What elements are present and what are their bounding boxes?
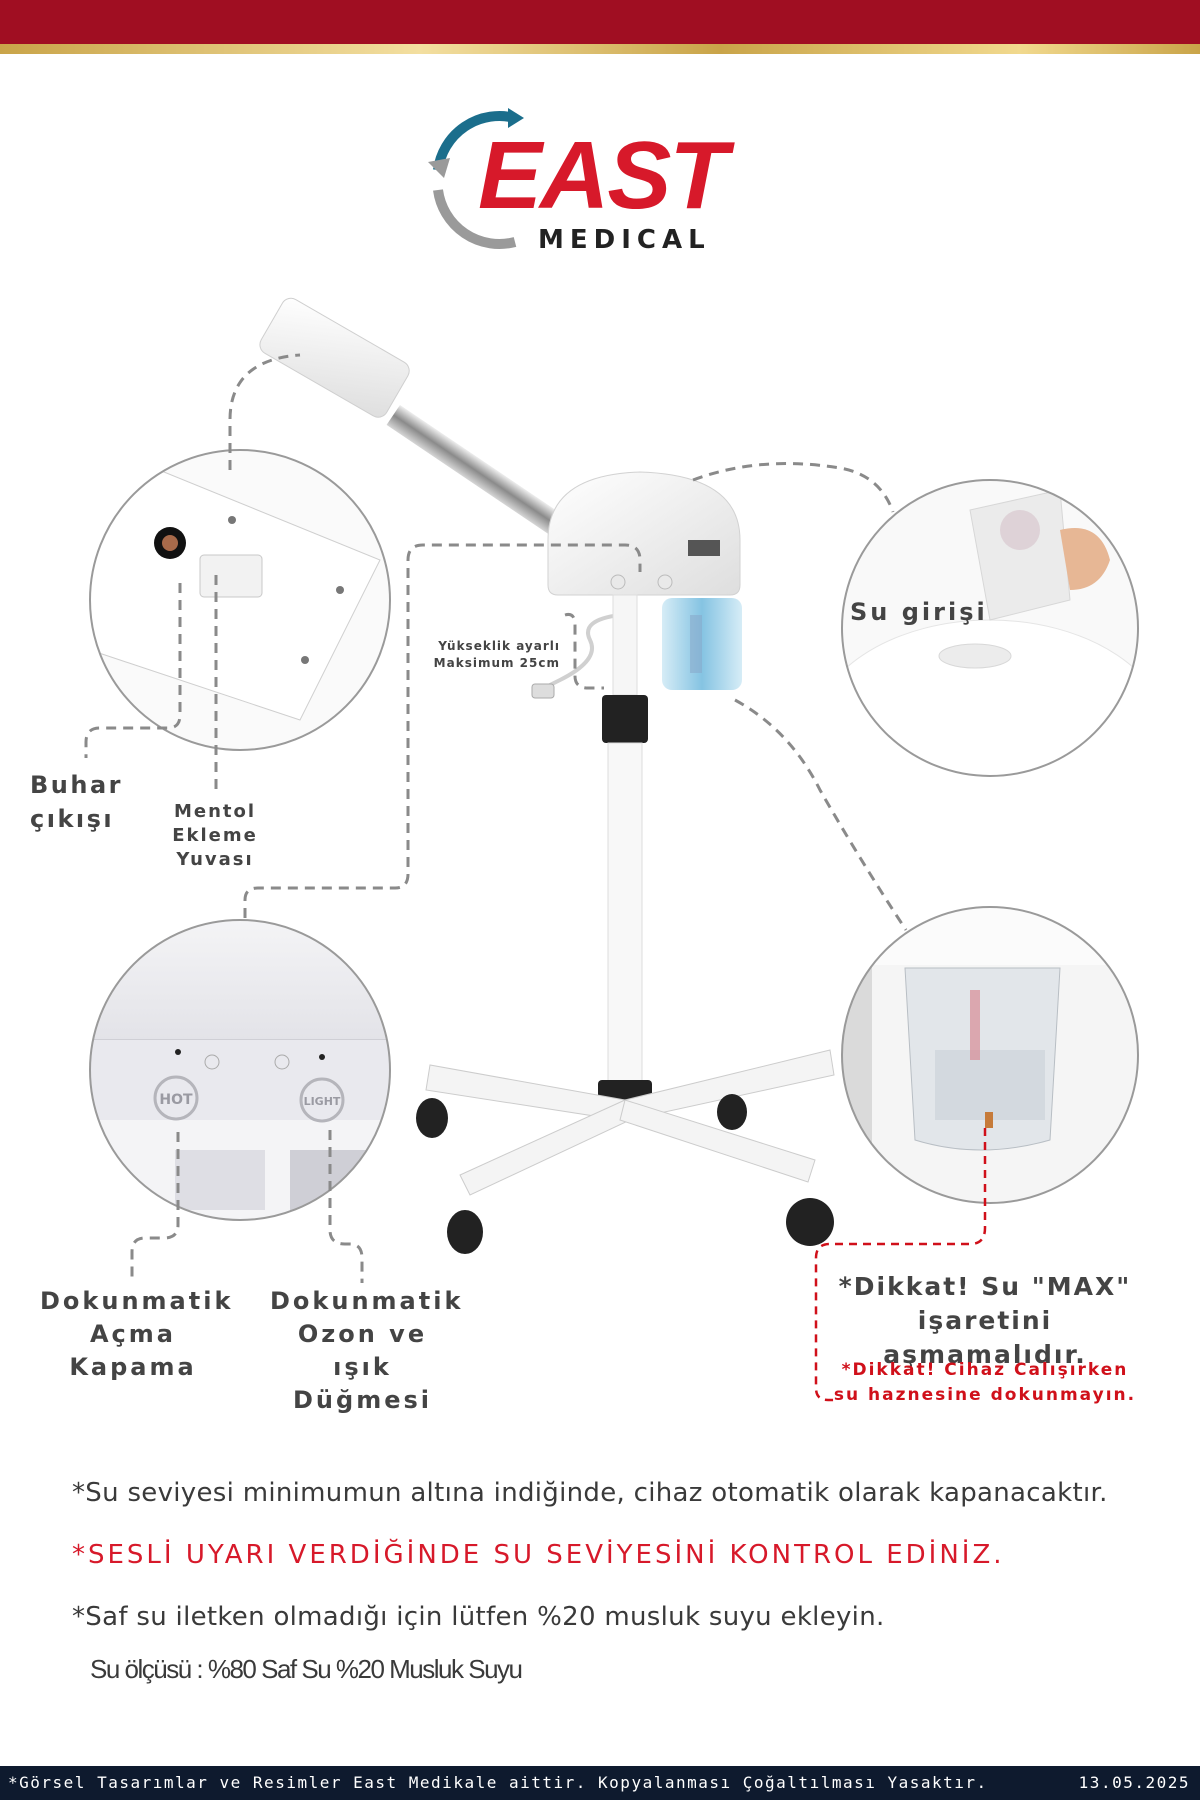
note-tap-water: *Saf su iletken olmadığı için lütfen %20… bbox=[72, 1602, 885, 1632]
steamer-head bbox=[259, 297, 410, 418]
light-button: LIGHT bbox=[304, 1095, 341, 1108]
leader-hot bbox=[130, 1132, 180, 1283]
water-jar bbox=[662, 598, 742, 690]
leader-steam-head bbox=[228, 353, 301, 470]
detail-water-max bbox=[841, 906, 1139, 1204]
gold-divider bbox=[0, 44, 1200, 54]
note-ratio: Su ölçüsü : %80 Saf Su %20 Musluk Suyu bbox=[90, 1654, 523, 1684]
leader-height bbox=[564, 613, 604, 690]
footer-date: 13.05.2025 bbox=[1078, 1773, 1190, 1792]
hot-button: HOT bbox=[159, 1092, 193, 1108]
leader-water-inlet bbox=[692, 462, 895, 513]
label-max-warning: *Dikkat! Su "MAX" işaretini aşmamalıdır. bbox=[838, 1272, 1132, 1369]
top-band bbox=[0, 0, 1200, 44]
detail-control-panel: HOT LIGHT bbox=[89, 919, 391, 1221]
stand-base bbox=[416, 1049, 835, 1254]
note-auto-off: *Su seviyesi minimumun altına indiğinde,… bbox=[72, 1478, 1108, 1508]
logo-wordmark: EAST bbox=[478, 122, 728, 229]
detail-steam-outlet bbox=[89, 449, 391, 751]
brand-logo: EAST MEDICAL bbox=[420, 100, 780, 260]
note-alarm: *SESLİ UYARI VERDİĞİNDE SU SEVİYESİNİ KO… bbox=[72, 1540, 1005, 1570]
detail-water-inlet bbox=[841, 479, 1139, 777]
usage-notes: *Su seviyesi minimumun altına indiğinde,… bbox=[72, 1478, 1172, 1685]
label-menthol-slot: Mentol Ekleme Yuvası bbox=[172, 801, 258, 870]
steamer-arm bbox=[386, 405, 583, 548]
label-touch-warning: *Dikkat! Cihaz Calışırken su haznesine d… bbox=[833, 1360, 1137, 1405]
label-touch-power: Dokunmatik Açma Kapama bbox=[40, 1287, 234, 1381]
steamer-body bbox=[547, 471, 741, 596]
leader-light bbox=[328, 1130, 364, 1283]
logo-subtitle: MEDICAL bbox=[538, 225, 711, 255]
leader-water-max bbox=[734, 698, 908, 931]
footer-bar: *Görsel Tasarımlar ve Resimler East Medi… bbox=[0, 1766, 1200, 1800]
logo-ring-icon bbox=[428, 108, 524, 249]
leader-red bbox=[814, 1128, 987, 1402]
label-water-inlet: Su girişi bbox=[850, 598, 988, 626]
leader-lines bbox=[84, 353, 908, 1283]
label-touch-ozone: Dokunmatik Ozon ve ışık Düğmesi bbox=[270, 1287, 464, 1414]
footer-copyright: *Görsel Tasarımlar ve Resimler East Medi… bbox=[8, 1773, 988, 1792]
power-cable bbox=[531, 613, 621, 699]
label-height-adjust: Yükseklik ayarlı Maksimum 25cm bbox=[433, 639, 560, 670]
label-steam-outlet: Buhar çıkışı bbox=[30, 771, 123, 833]
stand-pole bbox=[598, 594, 652, 1116]
leader-buhar bbox=[84, 583, 182, 758]
